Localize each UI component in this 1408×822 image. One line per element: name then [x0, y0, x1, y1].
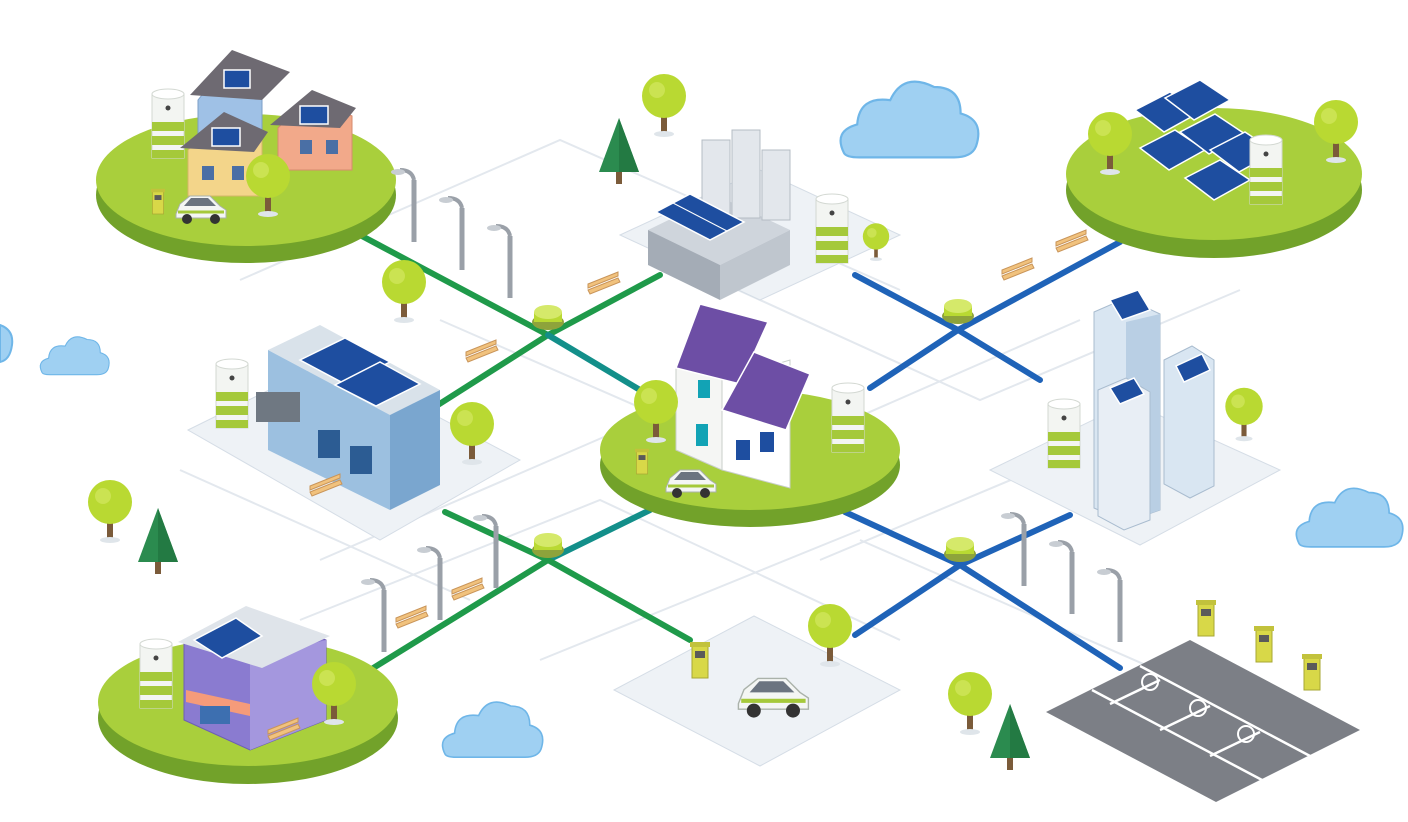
- ev-charger-icon: [1301, 653, 1323, 691]
- ev-charger-icon: [634, 448, 650, 475]
- tree-icon: [1225, 387, 1263, 442]
- central-house: [675, 303, 811, 489]
- ev-parking-symbol: [1141, 673, 1255, 743]
- line-towers-south: [957, 512, 1073, 568]
- cloud-icon: [1295, 487, 1404, 548]
- line-factory: [545, 272, 663, 338]
- street-lamp-icon: [1047, 539, 1077, 616]
- solar-panel-icon: [675, 303, 770, 385]
- pine-icon: [599, 118, 639, 184]
- line-solar: [955, 239, 1123, 333]
- line-parking: [957, 562, 1123, 671]
- solar-panel-icon: [1108, 377, 1146, 405]
- tree-icon: [88, 480, 132, 543]
- ev-charger-icon: [1253, 625, 1275, 663]
- grid-hub-icon: [942, 299, 974, 324]
- solar-panel-icon: [1108, 289, 1152, 321]
- battery-icon: [151, 88, 185, 159]
- battery-icon: [1249, 134, 1283, 205]
- line-office: [427, 332, 551, 413]
- battery-icon: [215, 358, 249, 429]
- solar-farm-island: [1066, 79, 1362, 258]
- line-center-hub4: [842, 509, 963, 568]
- house-orange: [270, 90, 356, 171]
- solar-panel-icon: [1163, 79, 1232, 121]
- battery-icon: [139, 638, 173, 709]
- line-towers: [955, 327, 1043, 383]
- solar-panel-icon: [1174, 353, 1212, 383]
- tree-icon: [948, 672, 992, 735]
- tree-icon: [382, 260, 426, 323]
- street-lamp-icon: [1095, 567, 1125, 644]
- battery-icon: [1047, 398, 1081, 469]
- cloud-icon: [39, 336, 110, 376]
- line-hub1-center: [545, 332, 643, 393]
- bench-icon: [465, 339, 499, 363]
- line-center-hub3: [545, 507, 653, 563]
- solar-array: [1133, 79, 1277, 201]
- factory-plaza: [618, 129, 902, 301]
- parking-lot: [1046, 599, 1360, 802]
- bench-icon: [587, 271, 621, 295]
- house-yellow: [180, 112, 268, 197]
- solar-panel-icon: [223, 69, 251, 89]
- bench-icon: [1001, 257, 1035, 281]
- cloud-icon: [441, 701, 544, 759]
- office-building: [256, 325, 440, 510]
- line-factory-east: [852, 272, 961, 333]
- cloud-icon: [0, 323, 14, 364]
- shop-island: [98, 606, 398, 784]
- battery-icon: [831, 382, 865, 453]
- ev-charger-icon: [150, 188, 166, 215]
- grid-hub-icon: [944, 537, 976, 562]
- battery-icon: [815, 193, 849, 264]
- street-lamp-icon: [437, 195, 467, 272]
- street-lamp-icon: [485, 223, 515, 300]
- office-tower-right: [1163, 345, 1215, 499]
- ev-charging-plaza: [612, 604, 902, 767]
- bench-icon: [1055, 229, 1089, 253]
- bench-icon: [395, 605, 429, 629]
- office-building-plaza: [186, 325, 522, 541]
- solar-panel-icon: [333, 361, 422, 407]
- tree-icon: [642, 74, 686, 137]
- line-ev-east: [852, 562, 963, 638]
- residential-island: [96, 50, 396, 263]
- tree-icon: [862, 223, 890, 261]
- solar-panel-icon: [720, 351, 811, 431]
- office-tower-short: [1097, 377, 1151, 531]
- street-lamp-icon: [999, 511, 1029, 588]
- ev-charger-icon: [1195, 599, 1217, 637]
- line-shop: [367, 557, 551, 673]
- grid-hub-icon: [532, 305, 564, 330]
- line-ev: [545, 557, 693, 643]
- central-house-island: [600, 303, 900, 527]
- solar-panel-icon: [211, 127, 241, 147]
- factory-building: [648, 129, 791, 300]
- cloud-icon: [839, 80, 980, 159]
- line-hub2-center: [867, 327, 961, 391]
- ev-charger-icon: [689, 641, 711, 679]
- solar-panel-icon: [299, 105, 329, 125]
- office-towers-plaza: [988, 289, 1282, 546]
- pine-icon: [138, 508, 178, 574]
- shop-building: [178, 606, 330, 751]
- grid-hub-icon: [532, 533, 564, 558]
- bench-icon: [451, 577, 485, 601]
- pine-icon: [990, 704, 1030, 770]
- power-lines: [357, 232, 1123, 673]
- solar-panel-icon: [192, 617, 264, 659]
- line-residential: [357, 232, 551, 338]
